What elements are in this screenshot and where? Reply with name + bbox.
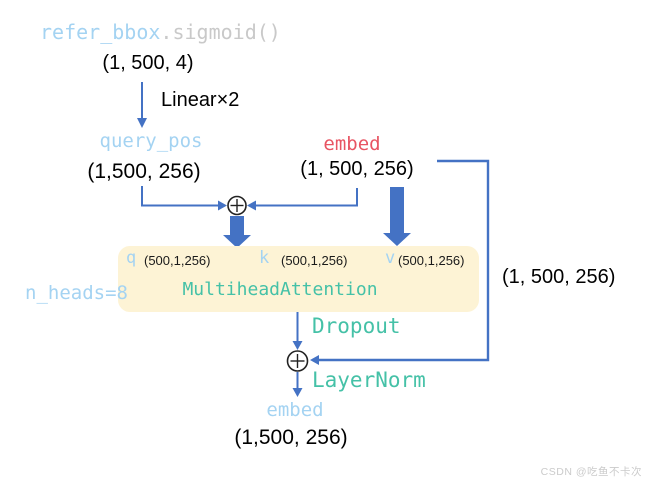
linear-label: Linear×2: [161, 89, 240, 111]
plus-circle-icon: [286, 350, 309, 372]
v-label: v: [385, 248, 396, 268]
refer-bbox-code: refer_bbox: [40, 20, 161, 44]
plus-circle-icon: [227, 195, 247, 216]
embed-out-label: embed: [266, 399, 324, 421]
q-label: q: [126, 248, 137, 268]
query-pos-arrow: [141, 186, 227, 211]
layernorm-label: LayerNorm: [312, 368, 426, 392]
dropout-label: Dropout: [312, 314, 401, 338]
query-pos-shape: (1,500, 256): [87, 160, 201, 183]
watermark: CSDN @吃鱼不卡次: [540, 466, 642, 478]
embed-in-label: embed: [323, 133, 381, 155]
residual-shape: (1, 500, 256): [502, 266, 616, 288]
layernorm-output-arrow: [292, 372, 303, 397]
residual-skip-line: [310, 159, 490, 365]
q-shape: (500,1,256): [144, 253, 211, 268]
refer-bbox-shape: (1, 500, 4): [102, 52, 194, 74]
refer-bbox-title: refer_bbox.sigmoid(): [40, 21, 281, 43]
embed-to-add-arrow: [247, 188, 358, 211]
v-shape: (500,1,256): [398, 253, 465, 268]
embed-out-shape: (1,500, 256): [234, 426, 348, 449]
multihead-attention-label: MultiheadAttention: [182, 279, 378, 300]
query-pos-label: query_pos: [99, 130, 203, 152]
k-label: k: [259, 248, 270, 268]
embed-in-shape: (1, 500, 256): [300, 158, 414, 180]
sigmoid-method: .sigmoid(): [160, 20, 281, 44]
n-heads-label: n_heads=8: [25, 282, 128, 304]
linear-arrow: [137, 82, 147, 128]
attention-output-arrow: [292, 312, 303, 350]
v-thick-arrow: [383, 187, 411, 246]
multihead-attention-box: [118, 246, 479, 312]
k-shape: (500,1,256): [281, 253, 348, 268]
qk-thick-arrow: [223, 216, 251, 248]
